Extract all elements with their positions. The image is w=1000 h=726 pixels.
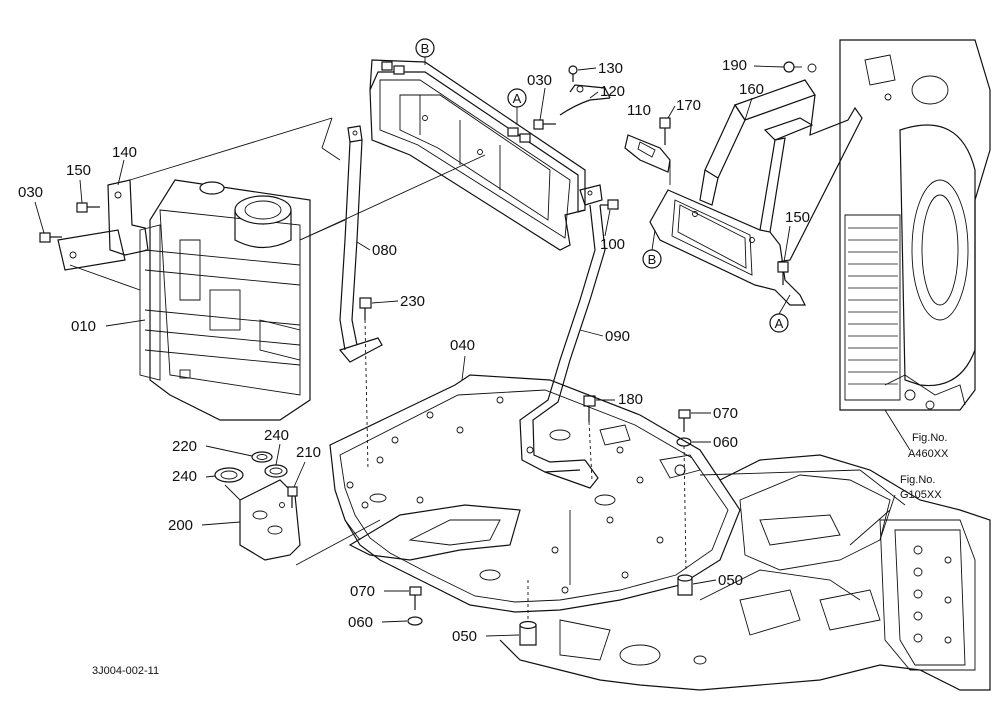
svg-text:G105XX: G105XX: [900, 489, 942, 501]
bolt-150-left: [76, 202, 100, 213]
bolt-030-left: [39, 232, 62, 243]
figref-g105: Fig.No. G105XX: [900, 474, 942, 501]
bolt-100: [600, 199, 619, 210]
label-060-right: 060: [713, 434, 738, 451]
label-200: 200: [168, 517, 193, 534]
label-090: 090: [605, 328, 630, 345]
label-100: 100: [600, 236, 625, 253]
svg-text:A: A: [775, 316, 784, 331]
drawing-code: 3J004-002-11: [92, 665, 159, 677]
label-240-left: 240: [172, 468, 197, 485]
rod-120: [559, 84, 611, 116]
leader-lines: [69, 117, 906, 566]
label-170: 170: [676, 97, 701, 114]
marker-b-upper: B: [415, 38, 435, 65]
marker-a-upper: A: [507, 88, 527, 125]
marker-b-lower: B: [642, 229, 662, 269]
washer-060-right: [676, 437, 692, 571]
spacer-050-right: [677, 574, 693, 596]
upper-frame: [369, 59, 586, 251]
grommet-240-upper: [264, 464, 288, 478]
label-050-lower: 050: [452, 628, 477, 645]
label-130: 130: [598, 60, 623, 77]
label-160: 160: [739, 81, 764, 98]
label-070-lower: 070: [350, 583, 375, 600]
bracket-110: [624, 134, 671, 185]
label-150-left: 150: [66, 162, 91, 179]
label-120: 120: [600, 83, 625, 100]
chassis-g105: [499, 454, 991, 691]
label-070-right: 070: [713, 405, 738, 422]
rod-080: [338, 125, 383, 363]
frame-160: [649, 79, 863, 306]
spacer-050-lower: [519, 580, 537, 646]
bracket-140: [57, 179, 149, 271]
bolt-070-lower: [409, 586, 422, 610]
plate-200: [239, 479, 301, 561]
bolt-150-right: [777, 261, 789, 285]
washer-060-lower: [407, 616, 423, 626]
bolt-230: [359, 297, 372, 471]
bolt-190: [783, 61, 802, 73]
label-080: 080: [372, 242, 397, 259]
label-190: 190: [722, 57, 747, 74]
label-060-lower: 060: [348, 614, 373, 631]
label-180: 180: [618, 391, 643, 408]
grommet-220: [251, 451, 273, 463]
floor-cover: [344, 504, 521, 561]
svg-text:B: B: [648, 252, 657, 267]
air-cleaner-010: [139, 179, 311, 421]
grommet-240-left: [214, 467, 244, 483]
label-050-right: 050: [718, 572, 743, 589]
radiator-assembly: [807, 39, 991, 451]
label-220: 220: [172, 438, 197, 455]
svg-text:A: A: [513, 91, 522, 106]
bolt-180: [569, 395, 596, 585]
label-030-left: 030: [18, 184, 43, 201]
label-040: 040: [450, 337, 475, 354]
label-240-upper: 240: [264, 427, 289, 444]
bolt-070-right: [678, 409, 691, 432]
bolt-030-upper: [533, 119, 556, 130]
svg-text:Fig.No.: Fig.No.: [900, 474, 935, 486]
label-150-right: 150: [785, 209, 810, 226]
bolt-210: [287, 486, 298, 508]
rod-090: [519, 184, 606, 489]
label-010: 010: [71, 318, 96, 335]
svg-text:B: B: [421, 41, 430, 56]
bolt-170: [659, 117, 671, 145]
label-230: 230: [400, 293, 425, 310]
figref-a460: Fig.No. A460XX: [908, 432, 949, 460]
svg-text:Fig.No.: Fig.No.: [912, 432, 947, 444]
svg-text:A460XX: A460XX: [908, 448, 949, 460]
label-030-upper: 030: [527, 72, 552, 89]
bolt-130: [568, 65, 578, 82]
marker-a-lower: A: [769, 294, 791, 333]
label-110: 110: [627, 102, 651, 119]
label-140: 140: [112, 144, 137, 161]
part-labels: 130 120 030 110 170 190 160 150 100 140 …: [18, 57, 810, 645]
label-210: 210: [296, 444, 321, 461]
